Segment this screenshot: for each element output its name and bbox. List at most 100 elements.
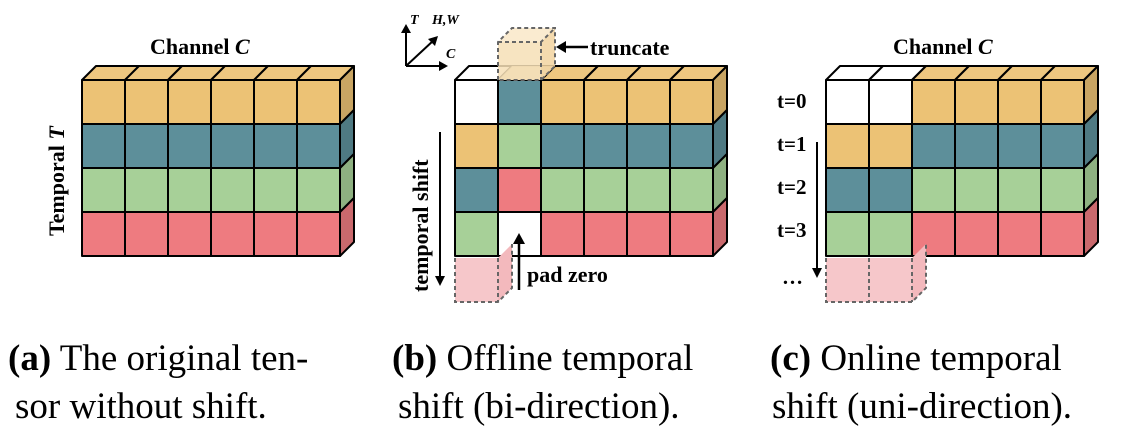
b-cell-1-0	[454, 123, 499, 169]
panel-a-title: Channel C	[150, 34, 250, 59]
panel-c: Channel C t=0 t=1 t=2 t=3 …	[777, 34, 1099, 303]
pad-ghost-cube	[454, 244, 513, 303]
c-cell-2-3	[954, 167, 999, 213]
b-cell-3-4	[626, 211, 671, 257]
time-label-t0: t=0	[777, 89, 806, 113]
b-cell-2-4	[626, 167, 671, 213]
b-cell-3-2	[540, 211, 585, 257]
b-cell-2-1	[497, 167, 542, 213]
b-cell-2-5	[669, 167, 714, 213]
c-cell-0-1	[868, 79, 913, 125]
c-cell-1-1	[868, 123, 913, 169]
captions: (a) The original ten- sor without shift.…	[8, 338, 1072, 427]
a-cell-3-1	[124, 211, 169, 257]
c-cell-3-1	[868, 211, 913, 257]
temporal-shift-arrow	[435, 132, 445, 286]
b-cell-0-2	[540, 79, 585, 125]
pad-ghost-cubes	[825, 244, 927, 303]
panel-c-title: Channel C	[893, 34, 993, 59]
pad-zero-arrow	[513, 233, 525, 290]
panel-b: T H,W C truncate pad zero	[401, 13, 728, 303]
c-cell-0-5	[1040, 79, 1085, 125]
b-cell-3-3	[583, 211, 628, 257]
truncate-ghost-cube	[497, 27, 556, 81]
tensor-a	[81, 65, 355, 257]
panel-a: Channel C Temporal T	[44, 34, 355, 257]
time-label-t3: t=3	[777, 218, 806, 242]
c-cell-1-2	[911, 123, 956, 169]
b-cell-1-4	[626, 123, 671, 169]
a-cell-0-5	[296, 79, 341, 125]
a-cell-3-4	[253, 211, 298, 257]
b-cell-2-0	[454, 167, 499, 213]
b-cell-0-1	[497, 79, 542, 125]
a-cell-1-1	[124, 123, 169, 169]
c-cell-2-2	[911, 167, 956, 213]
a-cell-1-5	[296, 123, 341, 169]
b-cell-2-2	[540, 167, 585, 213]
a-cell-0-4	[253, 79, 298, 125]
b-cell-3-5	[669, 211, 714, 257]
c-cell-2-0	[825, 167, 870, 213]
c-cell-0-4	[997, 79, 1042, 125]
caption-b-line1: (b) Offline temporal	[392, 338, 693, 379]
truncate-arrow	[556, 41, 588, 53]
a-cell-0-2	[167, 79, 212, 125]
axis-t-label: T	[410, 13, 420, 28]
a-cell-1-0	[81, 123, 126, 169]
time-labels: t=0 t=1 t=2 t=3 …	[777, 89, 806, 289]
a-cell-2-5	[296, 167, 341, 213]
caption-c-line2: shift (uni-direction).	[772, 386, 1072, 427]
time-label-t1: t=1	[777, 132, 806, 156]
c-cell-1-3	[954, 123, 999, 169]
a-cell-0-1	[124, 79, 169, 125]
b-cell-0-0	[454, 79, 499, 125]
a-cell-2-4	[253, 167, 298, 213]
b-cell-1-2	[540, 123, 585, 169]
a-cell-1-2	[167, 123, 212, 169]
c-cell-2-5	[1040, 167, 1085, 213]
c-cell-3-2	[911, 211, 956, 257]
b-cell-0-3	[583, 79, 628, 125]
a-cell-0-0	[81, 79, 126, 125]
a-cell-0-3	[210, 79, 255, 125]
a-cell-1-4	[253, 123, 298, 169]
a-cell-3-0	[81, 211, 126, 257]
c-cell-2-4	[997, 167, 1042, 213]
tensor-b	[454, 65, 728, 257]
a-cell-3-2	[167, 211, 212, 257]
c-cell-3-0	[825, 211, 870, 257]
b-cell-3-0	[454, 211, 499, 257]
b-cell-1-1	[497, 123, 542, 169]
truncate-label: truncate	[590, 35, 670, 60]
a-cell-2-2	[167, 167, 212, 213]
axes-icon: T H,W C	[401, 13, 460, 71]
time-arrow	[812, 142, 822, 278]
b-cell-0-5	[669, 79, 714, 125]
a-cell-2-3	[210, 167, 255, 213]
pad-zero-label: pad zero	[527, 262, 608, 287]
c-cell-2-1	[868, 167, 913, 213]
c-cell-3-5	[1040, 211, 1085, 257]
time-label-ellipsis: …	[782, 265, 803, 289]
b-cell-1-3	[583, 123, 628, 169]
panel-a-temporal-label: Temporal T	[44, 125, 69, 236]
a-cell-2-0	[81, 167, 126, 213]
c-cell-0-0	[825, 79, 870, 125]
a-cell-3-3	[210, 211, 255, 257]
c-cell-3-3	[954, 211, 999, 257]
axis-c-label: C	[446, 47, 456, 62]
a-cell-3-5	[296, 211, 341, 257]
c-cell-1-0	[825, 123, 870, 169]
b-cell-2-3	[583, 167, 628, 213]
c-cell-1-5	[1040, 123, 1085, 169]
caption-a-line1: (a) The original ten-	[8, 338, 308, 379]
a-cell-1-3	[210, 123, 255, 169]
b-cell-0-4	[626, 79, 671, 125]
c-cell-0-2	[911, 79, 956, 125]
a-cell-2-1	[124, 167, 169, 213]
caption-c-line1: (c) Online temporal	[770, 338, 1062, 379]
b-cell-1-5	[669, 123, 714, 169]
c-cell-1-4	[997, 123, 1042, 169]
